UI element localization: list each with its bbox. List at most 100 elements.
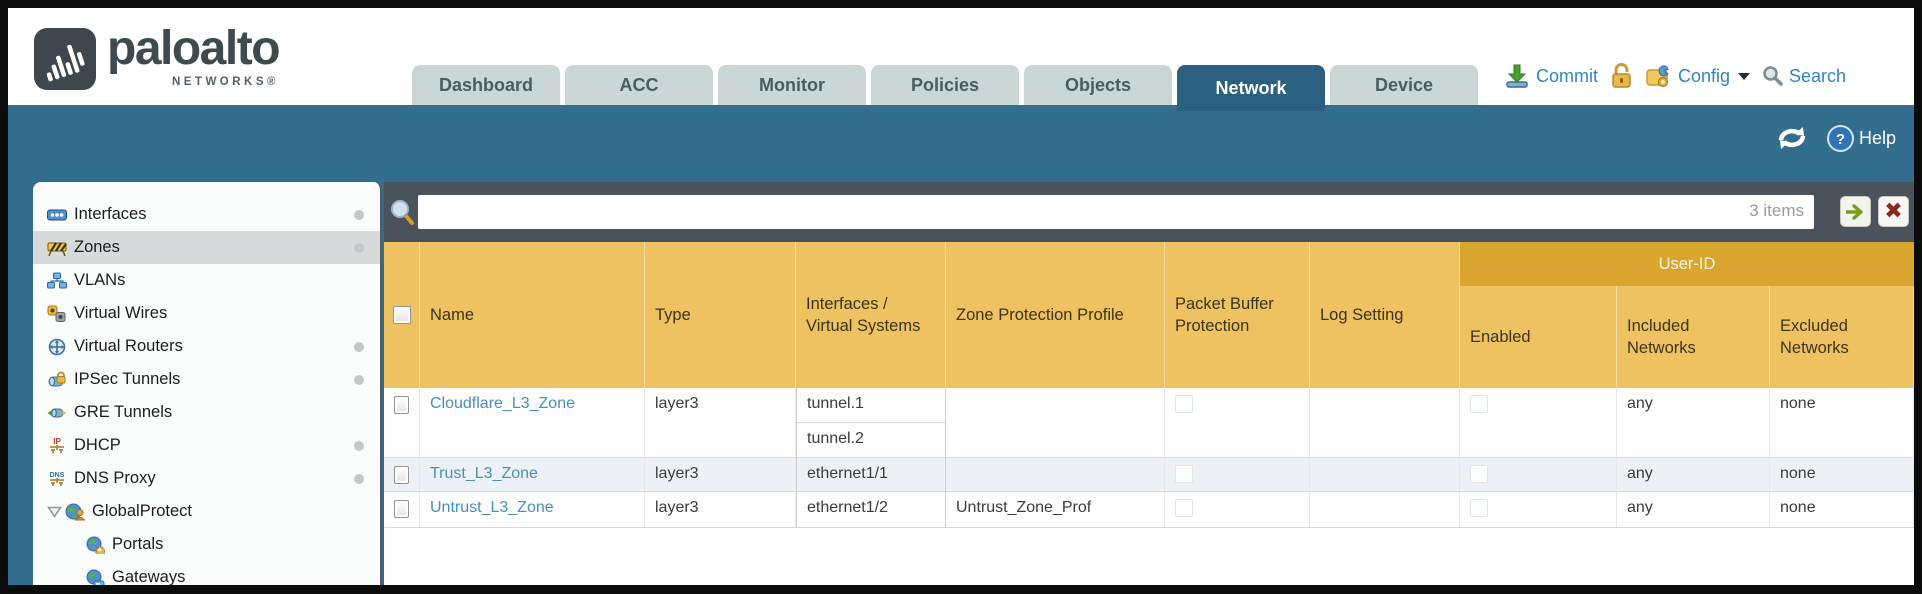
interface-cell: ethernet1/2 bbox=[807, 499, 888, 516]
search-button[interactable]: Search bbox=[1762, 65, 1846, 87]
sidebar-item-portals[interactable]: Portals bbox=[33, 528, 380, 561]
status-dot bbox=[354, 441, 364, 451]
tab-policies[interactable]: Policies bbox=[871, 65, 1019, 105]
config-menu[interactable]: Config bbox=[1645, 63, 1751, 89]
status-dot bbox=[354, 210, 364, 220]
help-button[interactable]: ? Help bbox=[1826, 124, 1896, 152]
sidebar-item-vlans[interactable]: VLANs bbox=[33, 264, 380, 297]
row-checkbox[interactable] bbox=[394, 500, 409, 518]
sidebar-item-interfaces[interactable]: Interfaces bbox=[33, 198, 380, 231]
zone-type: layer3 bbox=[645, 492, 796, 527]
tab-acc[interactable]: ACC bbox=[565, 65, 713, 105]
interface-cell: ethernet1/1 bbox=[807, 465, 888, 482]
interfaces-icon bbox=[47, 209, 67, 220]
tab-device[interactable]: Device bbox=[1330, 65, 1478, 105]
chevron-down-icon bbox=[1738, 72, 1751, 80]
help-icon: ? bbox=[1826, 124, 1854, 152]
commit-button[interactable]: Commit bbox=[1504, 63, 1598, 89]
banner-band: ? Help bbox=[8, 105, 1914, 182]
col-included-networks[interactable]: Included Networks bbox=[1617, 286, 1770, 388]
portals-icon bbox=[86, 536, 105, 554]
svg-text:?: ? bbox=[1836, 131, 1845, 148]
ipsec-tunnels-icon bbox=[48, 371, 66, 386]
search-icon bbox=[1763, 66, 1783, 86]
log-setting bbox=[1310, 458, 1460, 493]
tab-objects[interactable]: Objects bbox=[1024, 65, 1172, 105]
config-icon bbox=[1646, 65, 1669, 88]
sidebar-item-ipsec-tunnels[interactable]: IPSec Tunnels bbox=[33, 363, 380, 396]
packet-buffer-checkbox[interactable] bbox=[1175, 395, 1193, 413]
status-dot bbox=[354, 243, 364, 253]
excluded-networks: none bbox=[1770, 492, 1914, 527]
userid-enabled-checkbox[interactable] bbox=[1470, 499, 1488, 517]
col-excluded-networks[interactable]: Excluded Networks bbox=[1770, 286, 1914, 388]
userid-enabled-checkbox[interactable] bbox=[1470, 395, 1488, 413]
dhcp-icon: IP bbox=[50, 437, 64, 453]
svg-text:DNS: DNS bbox=[50, 472, 65, 479]
utility-nav: Commit Config bbox=[1504, 54, 1846, 98]
top-bar: paloalto NETWORKS® Dashboard ACC Monitor… bbox=[8, 8, 1914, 111]
zone-name-link[interactable]: Cloudflare_L3_Zone bbox=[430, 395, 575, 412]
select-all-checkbox[interactable] bbox=[392, 306, 411, 324]
apply-filter-button[interactable] bbox=[1840, 196, 1871, 227]
col-packet-buffer-protection[interactable]: Packet Buffer Protection bbox=[1165, 242, 1310, 388]
log-setting bbox=[1310, 492, 1460, 527]
row-checkbox[interactable] bbox=[394, 466, 409, 484]
select-all-cell bbox=[384, 242, 420, 388]
zone-protection-profile: Untrust_Zone_Prof bbox=[946, 492, 1165, 527]
filter-input-wrap: 3 items bbox=[418, 195, 1814, 229]
table-row: Cloudflare_L3_Zone layer3 tunnel.1 tunne… bbox=[384, 388, 1914, 458]
tab-network[interactable]: Network bbox=[1177, 65, 1325, 111]
lock-icon[interactable] bbox=[1610, 63, 1633, 89]
sidebar-item-globalprotect[interactable]: GlobalProtect bbox=[33, 495, 380, 528]
status-dot bbox=[354, 342, 364, 352]
zone-type: layer3 bbox=[645, 388, 796, 458]
paloalto-logo-icon bbox=[34, 28, 96, 90]
row-checkbox[interactable] bbox=[394, 396, 409, 414]
zone-name-link[interactable]: Untrust_L3_Zone bbox=[430, 499, 554, 516]
sidebar-item-gateways[interactable]: Gateways bbox=[33, 561, 380, 585]
sidebar-item-virtual-wires[interactable]: Virtual Wires bbox=[33, 297, 380, 330]
dns-proxy-icon: DNS bbox=[50, 472, 65, 486]
sidebar-item-dhcp[interactable]: IP DHCP bbox=[33, 429, 380, 462]
tab-monitor[interactable]: Monitor bbox=[718, 65, 866, 105]
clear-filter-button[interactable]: ✖ bbox=[1878, 196, 1909, 227]
zone-name-link[interactable]: Trust_L3_Zone bbox=[430, 465, 538, 482]
zone-protection-profile bbox=[946, 388, 1165, 458]
userid-enabled-checkbox[interactable] bbox=[1470, 465, 1488, 483]
excluded-networks: none bbox=[1770, 388, 1914, 458]
sidebar: Interfaces Zones VLANs bbox=[33, 182, 382, 585]
vlans-icon bbox=[47, 272, 67, 288]
globalprotect-icon bbox=[65, 503, 85, 520]
excluded-networks: none bbox=[1770, 458, 1914, 493]
table-row: Trust_L3_Zone layer3 ethernet1/1 any non… bbox=[384, 458, 1914, 493]
virtual-wires-icon bbox=[47, 305, 66, 322]
sidebar-item-dns-proxy[interactable]: DNS DNS Proxy bbox=[33, 462, 380, 495]
main-panel: 3 items ✖ Name Type Interfaces / Virtual… bbox=[384, 182, 1914, 585]
expander-triangle-icon[interactable] bbox=[47, 506, 62, 518]
tab-dashboard[interactable]: Dashboard bbox=[412, 65, 560, 105]
sidebar-item-zones[interactable]: Zones bbox=[33, 231, 380, 264]
green-arrow-icon bbox=[1845, 203, 1863, 220]
brand-logo: paloalto NETWORKS® bbox=[33, 23, 281, 91]
sidebar-item-gre-tunnels[interactable]: GRE Tunnels bbox=[33, 396, 380, 429]
table-header: Name Type Interfaces / Virtual Systems Z… bbox=[384, 242, 1914, 388]
packet-buffer-checkbox[interactable] bbox=[1175, 499, 1193, 517]
col-interfaces[interactable]: Interfaces / Virtual Systems bbox=[796, 242, 946, 388]
col-type[interactable]: Type bbox=[645, 242, 796, 388]
packet-buffer-checkbox[interactable] bbox=[1175, 465, 1193, 483]
included-networks: any bbox=[1617, 492, 1770, 527]
col-log-setting[interactable]: Log Setting bbox=[1310, 242, 1460, 388]
sidebar-item-virtual-routers[interactable]: Virtual Routers bbox=[33, 330, 380, 363]
filter-bar: 3 items ✖ bbox=[384, 182, 1914, 242]
log-setting bbox=[1310, 388, 1460, 458]
col-enabled[interactable]: Enabled bbox=[1460, 286, 1617, 388]
col-name[interactable]: Name bbox=[420, 242, 645, 388]
interface-cell: tunnel.2 bbox=[807, 430, 864, 447]
col-zone-protection-profile[interactable]: Zone Protection Profile bbox=[946, 242, 1165, 388]
refresh-icon[interactable] bbox=[1775, 123, 1809, 153]
table-row: Untrust_L3_Zone layer3 ethernet1/2 Untru… bbox=[384, 492, 1914, 528]
gre-tunnels-icon bbox=[47, 408, 67, 417]
filter-input[interactable] bbox=[418, 195, 1814, 229]
